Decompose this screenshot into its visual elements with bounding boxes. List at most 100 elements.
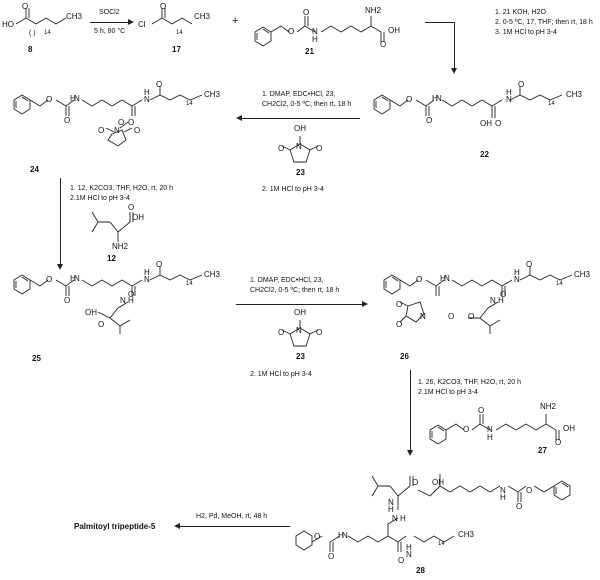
atom-h: H [487, 433, 493, 442]
atom-n: N [392, 514, 398, 523]
step5-line3: 2. 1M HCl to pH 3-4 [250, 371, 312, 378]
compound-23-structure [281, 320, 319, 347]
chain-length: 14 [186, 281, 193, 287]
atom-oh: OH [294, 308, 306, 317]
step6-line2: 2.1M HCl to pH 3-4 [418, 389, 478, 396]
subscript-14: ( ) [29, 30, 36, 37]
atom-o: O [555, 438, 562, 447]
atom-o: O [278, 328, 285, 337]
atom-n: N [506, 95, 512, 104]
chain-length: 14 [548, 101, 555, 107]
arrowhead-3 [236, 115, 242, 121]
step5-line2: CH2Cl2, 0-5 ºC; then rt, 18 h [250, 287, 340, 294]
atom-o: O [64, 116, 71, 125]
atom-n: N [500, 486, 506, 495]
step2-line1: 1. 21 KOH, H2O [495, 9, 546, 16]
atom-n: N [388, 498, 394, 507]
step6-line1: 1. 26, K2CO3, THF, H2O, rt, 20 h [418, 379, 521, 386]
atom-o: O [416, 275, 423, 284]
reaction-arrow-3 [240, 118, 360, 119]
label-compound-22: 22 [480, 150, 489, 159]
atom-o: O [396, 300, 403, 309]
step3-line2: CH2Cl2, 0-5 ºC; then rt, 18 h [262, 101, 352, 108]
atom-o: O [463, 425, 470, 434]
atom-o: O [316, 328, 323, 337]
atom-o: O [448, 312, 455, 321]
atom-n: N [444, 274, 450, 283]
atom-o: O [495, 119, 502, 128]
atom-h: H [70, 274, 76, 283]
label-compound-26: 26 [400, 352, 409, 361]
atom-o: O [526, 486, 533, 495]
atom-o: O [303, 8, 310, 17]
arrowhead-6 [407, 450, 413, 456]
arrowhead-5 [362, 301, 368, 307]
atom-o: O [64, 296, 71, 305]
label-compound-27: 27 [538, 446, 547, 455]
plus-sign: + [232, 15, 239, 27]
atom-n: N [487, 425, 493, 434]
step7-conditions: H2, Pd, MeOH, rt, 48 h [196, 513, 268, 520]
atom-nh2: NH2 [112, 242, 129, 251]
atom-oh: OH [132, 213, 144, 222]
atom-o: O [500, 290, 507, 299]
atom-o: O [128, 118, 135, 127]
reaction-arrow-1 [90, 22, 130, 23]
atom-o: O [314, 532, 321, 541]
chain-length: 14 [186, 101, 193, 107]
atom-ch3: CH3 [194, 12, 211, 21]
compound-27-structure [429, 414, 560, 445]
atom-o: O [98, 126, 105, 135]
atom-ho: HO [2, 20, 14, 29]
atom-o: O [128, 290, 135, 299]
atom-ch3: CH3 [458, 530, 475, 539]
atom-o: O [98, 320, 105, 329]
atom-n: N [490, 296, 496, 305]
atom-h: H [312, 35, 318, 44]
atom-n: N [144, 275, 150, 284]
compound-17-structure [151, 8, 193, 25]
atom-h: H [514, 268, 520, 277]
step3-line3: 2. 1M HCl to pH 3-4 [262, 186, 324, 193]
compound-23-structure [281, 136, 319, 163]
atom-h: H [70, 94, 76, 103]
atom-n: N [144, 95, 150, 104]
atom-o: O [328, 552, 335, 561]
atom-oh: OH [388, 26, 400, 35]
compound-26-structure [383, 266, 573, 334]
label-compound-28: 28 [416, 566, 425, 575]
compound-21-structure [254, 16, 385, 47]
atom-h: H [506, 88, 512, 97]
reaction-arrow-2-h [425, 22, 455, 23]
atom-n: N [342, 531, 348, 540]
atom-o: O [468, 312, 475, 321]
atom-n: N [420, 312, 426, 321]
atom-ch3: CH3 [66, 12, 83, 21]
compound-24-structure [13, 86, 203, 147]
atom-o: O [398, 556, 405, 565]
atom-o: O [46, 275, 53, 284]
atom-h: H [406, 543, 412, 552]
atom-o: O [478, 406, 485, 415]
compound-8-structure: ( ) [15, 8, 67, 37]
atom-nh2: NH2 [540, 402, 557, 411]
atom-n: N [74, 94, 80, 103]
atom-ch3: CH3 [566, 90, 583, 99]
atom-n: N [120, 296, 126, 305]
atom-o: O [22, 2, 29, 11]
reaction-arrow-5 [236, 304, 364, 305]
chain-length: 14 [44, 30, 51, 36]
atom-oh: OH [480, 119, 492, 128]
atom-ch3: CH3 [574, 270, 591, 279]
compound-22-structure [373, 86, 563, 118]
atom-o: O [316, 144, 323, 153]
atom-nh2: NH2 [365, 6, 382, 15]
atom-n: N [296, 326, 302, 335]
atom-oh: OH [563, 424, 575, 433]
atom-o: O [128, 203, 135, 212]
atom-o: O [406, 95, 413, 104]
label-compound-21: 21 [305, 47, 314, 56]
label-compound-24: 24 [30, 165, 39, 174]
atom-o: O [160, 2, 167, 11]
atom-h: H [128, 296, 134, 305]
